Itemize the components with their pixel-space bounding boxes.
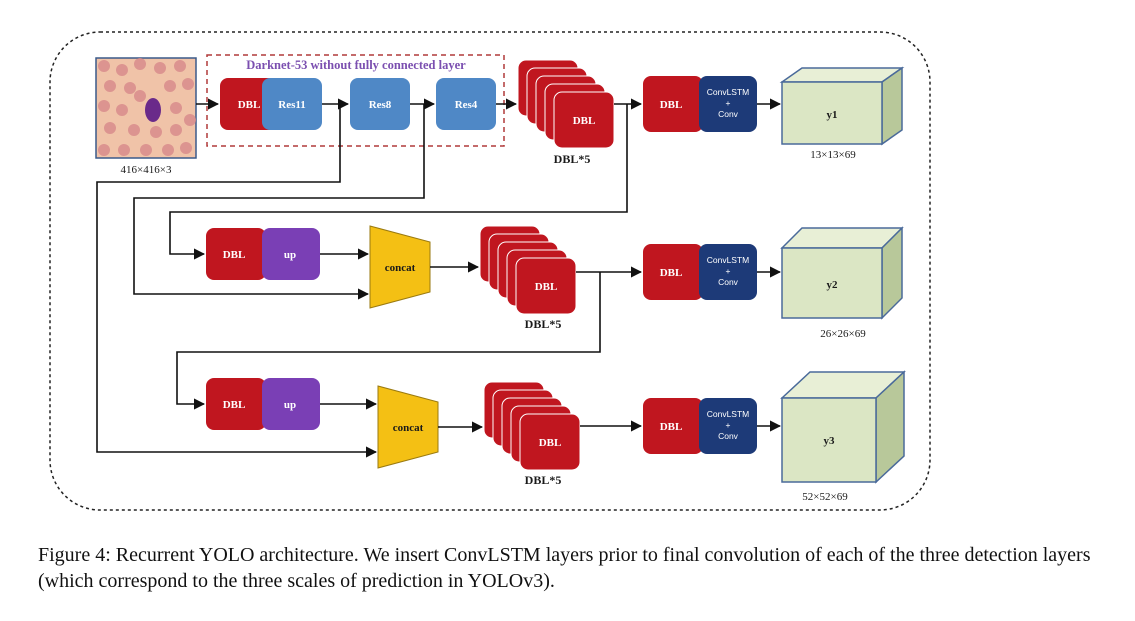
res8-block: Res8 — [350, 78, 410, 130]
convlstm-3-line-2: + — [726, 420, 731, 430]
darknet-title: Darknet-53 without fully connected layer — [246, 58, 466, 72]
blood-cell — [124, 82, 136, 94]
blood-cell — [134, 90, 146, 102]
res8-label: Res8 — [369, 99, 392, 111]
res4-block: Res4 — [436, 78, 496, 130]
convlstm-3-line-1: ConvLSTM — [707, 409, 750, 419]
res11-block: Res11 — [262, 78, 322, 130]
dbl5-label-2: DBL*5 — [525, 317, 562, 331]
blood-cell — [162, 144, 174, 156]
dbl5-stack-3: DBL — [483, 381, 581, 471]
blood-cell — [134, 58, 146, 70]
output-3-dims: 52×52×69 — [802, 491, 848, 503]
dbl5-stack-2: DBL — [479, 225, 577, 315]
res4-label: Res4 — [455, 99, 478, 111]
blood-cell — [184, 114, 196, 126]
dbl5-label-3: DBL*5 — [525, 473, 562, 487]
output-3-name: y3 — [824, 435, 836, 447]
dbl-up-block-2: DBL up — [206, 228, 320, 280]
output-1-dims: 13×13×69 — [810, 149, 856, 161]
convlstm-2-line-2: + — [726, 266, 731, 276]
convlstm-2-line-3: Conv — [718, 277, 739, 287]
dbl5-label-1: DBL*5 — [554, 152, 591, 166]
blood-cell — [98, 100, 110, 112]
dbl-block-2-label: DBL — [223, 249, 246, 261]
dbl-convlstm-block-3: DBL ConvLSTM + Conv — [643, 398, 757, 454]
output-cube-1: y1 — [779, 66, 905, 146]
outer-frame — [49, 31, 931, 511]
dbl-convlstm-3-dbl-label: DBL — [660, 421, 683, 433]
blood-cell — [180, 142, 192, 154]
dbl-convlstm-2-dbl-label: DBL — [660, 267, 683, 279]
convlstm-2-line-1: ConvLSTM — [707, 255, 750, 265]
concat-block-3: concat — [377, 385, 439, 469]
blood-cell — [118, 144, 130, 156]
blood-cell — [150, 126, 162, 138]
blood-cell — [104, 122, 116, 134]
connector-lines — [96, 98, 782, 458]
output-2-name: y2 — [827, 279, 839, 291]
up-block-2-label: up — [284, 249, 296, 261]
concat-label-3: concat — [393, 422, 424, 434]
blood-cell — [154, 62, 166, 74]
output-cube-3: y3 — [780, 370, 906, 484]
blood-cell — [140, 144, 152, 156]
convlstm-1-line-1: ConvLSTM — [707, 87, 750, 97]
blood-cell — [116, 64, 128, 76]
dbl-convlstm-block-2: DBL ConvLSTM + Conv — [643, 244, 757, 300]
res11-label: Res11 — [278, 99, 306, 111]
input-size-label: 416×416×3 — [121, 164, 172, 176]
convlstm-1-line-3: Conv — [718, 109, 739, 119]
dbl-up-block-3: DBL up — [206, 378, 320, 430]
concat-block-2: concat — [369, 225, 431, 309]
output-2-dims: 26×26×69 — [820, 328, 866, 340]
blood-cell — [128, 124, 140, 136]
dbl-convlstm-block-1: DBL ConvLSTM + Conv — [643, 76, 757, 132]
concat-label-2: concat — [385, 262, 416, 274]
up-block-3-label: up — [284, 399, 296, 411]
figure-caption: Figure 4: Recurrent YOLO architecture. W… — [38, 544, 1091, 592]
dbl5-stack-1: DBL — [517, 59, 615, 149]
blood-cell — [170, 102, 182, 114]
blood-cell — [116, 104, 128, 116]
darknet-dashed-box — [206, 54, 505, 147]
blood-cell — [174, 60, 186, 72]
convlstm-3-line-3: Conv — [718, 431, 739, 441]
dbl5-stack-3-inner-label: DBL — [539, 437, 562, 449]
blood-cell — [170, 124, 182, 136]
dbl5-stack-1-inner-label: DBL — [573, 115, 596, 127]
dbl-block-3-label: DBL — [223, 399, 246, 411]
blood-cell — [182, 78, 194, 90]
output-cube-2: y2 — [780, 226, 904, 320]
input-image — [95, 57, 197, 159]
dbl5-stack-2-inner-label: DBL — [535, 281, 558, 293]
output-1-name: y1 — [827, 109, 838, 121]
convlstm-1-line-2: + — [726, 98, 731, 108]
blood-cell — [98, 60, 110, 72]
backbone-dbl-label: DBL — [238, 99, 261, 111]
blood-cell — [164, 80, 176, 92]
blood-cell — [98, 144, 110, 156]
dbl-convlstm-1-dbl-label: DBL — [660, 99, 683, 111]
blood-cell — [104, 80, 116, 92]
